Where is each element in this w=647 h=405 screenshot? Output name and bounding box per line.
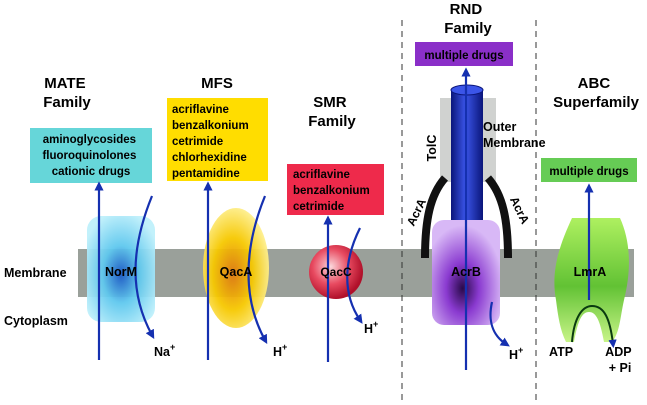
- acra-right-label: AcrA: [507, 194, 532, 226]
- rnd-ion-arrow: [489, 301, 510, 347]
- mate-title: MATE Family: [43, 75, 91, 111]
- mfs-title: MFS: [201, 75, 233, 92]
- qaca-label: QacA: [220, 265, 253, 279]
- rnd-title: RND Family: [444, 1, 492, 37]
- mfs-substrates: acriflavine benzalkonium cetrimide chlor…: [172, 104, 252, 180]
- smr-title: SMR Family: [308, 94, 356, 130]
- cytoplasm-label: Cytoplasm: [4, 314, 68, 328]
- qacc-label: QacC: [320, 265, 352, 279]
- rnd-ion-label: H+: [509, 345, 523, 362]
- mfs-substrate-box: [167, 98, 268, 181]
- mate-ion-arrow: [134, 195, 155, 340]
- norm-label: NorM: [105, 265, 137, 279]
- smr-substrates: acriflavine benzalkonium cetrimide: [293, 169, 373, 213]
- adp-label: ADP + Pi: [605, 345, 635, 375]
- tolc-label: TolC: [425, 135, 439, 162]
- abc-title: ABC Superfamily: [553, 75, 640, 111]
- membrane-label: Membrane: [4, 266, 67, 280]
- abc-substrates: multiple drugs: [549, 166, 628, 178]
- mate-family: MATE Family aminoglycosides fluoroquinol…: [30, 75, 175, 360]
- mfs-family: MFS acriflavine benzalkonium cetrimide c…: [167, 75, 287, 360]
- smr-ion-arrow: [346, 227, 363, 324]
- mfs-ion-label: H+: [273, 342, 287, 359]
- abc-atp-arrow: [571, 304, 617, 349]
- abc-family: ABC Superfamily multiple drugs LmrA ATP …: [541, 75, 640, 375]
- smr-substrate-box: [287, 164, 384, 215]
- rnd-substrates: multiple drugs: [424, 50, 503, 62]
- acrb-label: AcrB: [451, 265, 481, 279]
- mate-substrates: aminoglycosides fluoroquinolones cationi…: [42, 134, 139, 178]
- atp-label: ATP: [549, 345, 573, 359]
- lmra-label: LmrA: [574, 265, 607, 279]
- rnd-substrate-box: [415, 42, 513, 66]
- smr-family: SMR Family acriflavine benzalkonium cetr…: [287, 94, 384, 362]
- acra-right-adaptor: [484, 175, 512, 259]
- rnd-family: RND Family multiple drugs TolC Outer Mem…: [404, 1, 546, 370]
- abc-substrate-box: [541, 158, 637, 182]
- smr-ion-label: H+: [364, 319, 378, 336]
- mfs-ion-arrow: [247, 195, 268, 345]
- lmra-protein: [554, 218, 629, 342]
- outer-membrane-label: Outer Membrane: [483, 120, 546, 150]
- mate-substrate-box: [30, 128, 152, 183]
- mate-ion-label: Na+: [154, 342, 175, 359]
- acra-left-adaptor: [421, 175, 449, 259]
